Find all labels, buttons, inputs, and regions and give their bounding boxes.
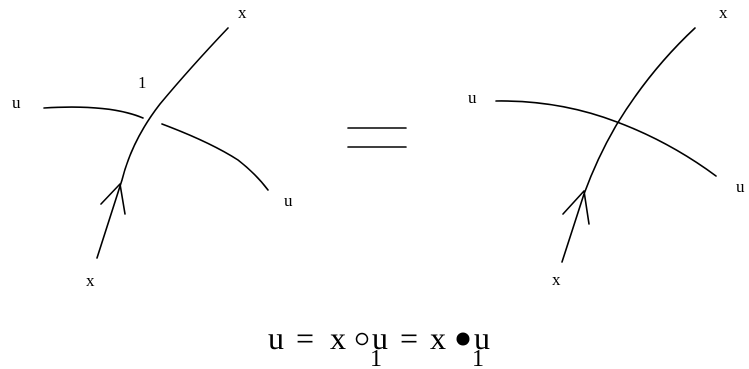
left-u-strand-segment-1 [43, 106, 144, 119]
left-x-strand [96, 27, 229, 259]
formula-u2: u [474, 320, 490, 356]
right-u-strand [495, 100, 717, 177]
right-x-arrow-icon [562, 190, 590, 225]
formula-eq1: = [296, 320, 314, 356]
left-u-strand-segment-2 [161, 123, 269, 191]
formula-sub2: 1 [472, 346, 484, 369]
formula-sub1: 1 [370, 346, 382, 369]
formula-x1: x [330, 320, 346, 356]
left-diagram: x x u u 1 [12, 3, 293, 290]
formula-x2: x [430, 320, 446, 356]
right-label-x-top: x [719, 3, 728, 22]
left-label-u-left: u [12, 93, 21, 112]
formula-u1: u [372, 320, 388, 356]
right-label-u-right: u [736, 177, 745, 196]
left-label-x-bottom: x [86, 271, 95, 290]
formula-eq2: = [400, 320, 418, 356]
formula: u = x u 1 = x u 1 [268, 320, 490, 369]
right-label-u-left: u [468, 88, 477, 107]
left-label-x-top: x [238, 3, 247, 22]
left-label-u-right: u [284, 191, 293, 210]
left-label-crossing: 1 [138, 73, 147, 92]
right-diagram: x x u u [468, 3, 745, 289]
left-x-arrow-icon [100, 183, 126, 215]
filled-circle-operator-icon [456, 332, 470, 346]
diagram-equals-sign [347, 127, 407, 148]
right-label-x-bottom: x [552, 270, 561, 289]
formula-lhs: u [268, 320, 284, 356]
right-x-strand [561, 27, 696, 263]
open-circle-operator-icon [355, 332, 369, 346]
